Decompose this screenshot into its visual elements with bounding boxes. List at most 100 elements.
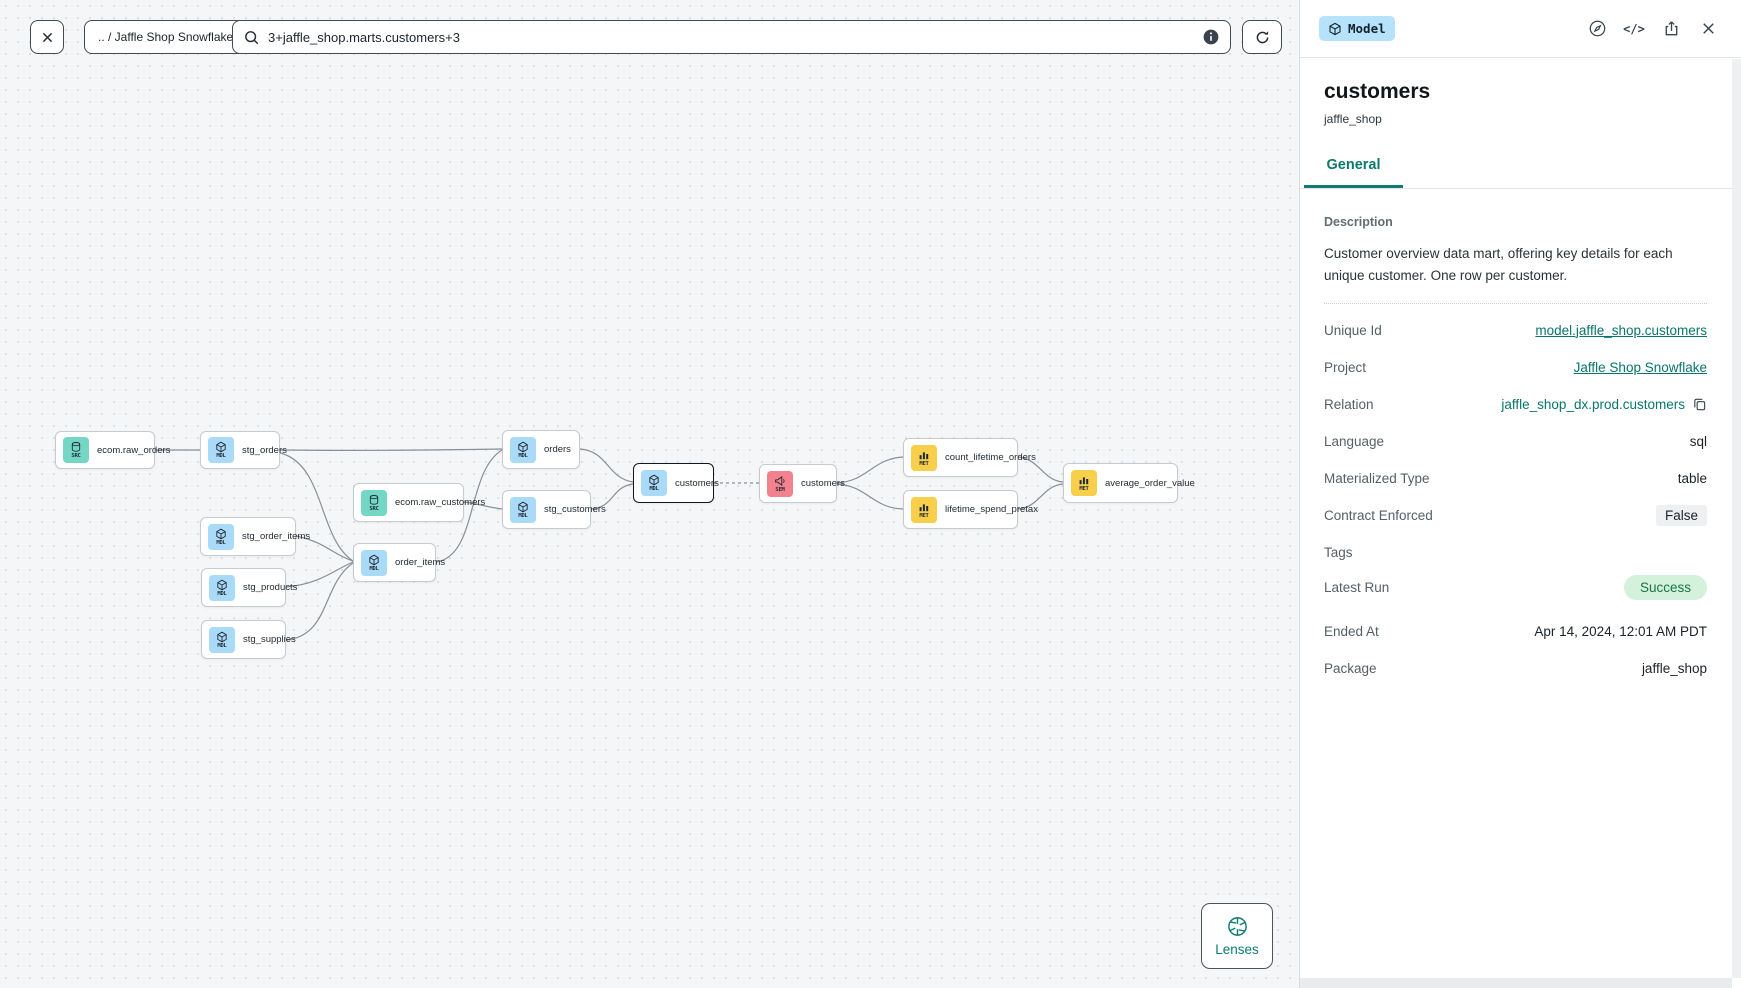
copy-icon[interactable] [1692, 397, 1707, 412]
field-label: Materialized Type [1324, 470, 1430, 486]
model-cube-icon [1329, 22, 1341, 35]
edge-stg-orders-to-order-items [279, 452, 354, 562]
edge-stg-customers-to-customers [590, 483, 634, 510]
description-text: Customer overview data mart, offering ke… [1324, 246, 1673, 283]
field-label: Ended At [1324, 623, 1379, 639]
panel-content: Description Customer overview data mart,… [1300, 189, 1741, 679]
description-label: Description [1324, 215, 1393, 229]
field-value-wrap: Success [1623, 575, 1707, 600]
field-value: jaffle_shop [1641, 660, 1707, 676]
resource-type-badge: Model [1319, 16, 1395, 41]
edge-customers-semantic-to-lifetime-spend-pretax [836, 483, 904, 510]
field-label: Tags [1324, 544, 1353, 560]
lenses-button[interactable]: Lenses [1201, 903, 1273, 969]
panel-vertical-scrollbar[interactable] [1732, 59, 1741, 978]
field-value-link[interactable]: Jaffle Shop Snowflake [1573, 359, 1707, 375]
lineage-node-stg-order-items[interactable]: MDL stg_order_items [200, 517, 310, 556]
edge-stg-products-to-order-items [285, 561, 354, 588]
lineage-node-customers[interactable]: MDL customers [633, 463, 719, 503]
node-label: orders [544, 444, 571, 455]
field-value-link[interactable]: model.jaffle_shop.customers [1535, 322, 1707, 338]
model-icon: MDL [208, 437, 234, 463]
explore-compass-icon[interactable] [1586, 18, 1608, 40]
field-label: Relation [1324, 396, 1374, 412]
metric-icon: MET [911, 444, 937, 471]
close-lineage-button[interactable] [30, 20, 64, 54]
model-icon: MDL [208, 523, 234, 550]
field-value: jaffle_shop_dx.prod.customers [1501, 396, 1685, 412]
close-panel-icon[interactable] [1697, 18, 1719, 40]
field-value-wrap: table [1678, 471, 1707, 486]
model-icon: MDL [209, 626, 235, 653]
node-label: stg_order_items [242, 531, 311, 542]
model-icon: MDL [641, 470, 667, 496]
edge-count-lifetime-orders-to-average-order-value [1017, 456, 1064, 483]
lineage-node-count-lifetime-orders[interactable]: MET count_lifetime_orders [903, 438, 1036, 477]
lineage-node-lifetime-spend-pretax[interactable]: MET lifetime_spend_pretax [903, 490, 1038, 529]
node-label: average_order_value [1105, 477, 1195, 489]
description-divider [1324, 303, 1707, 304]
field-value-wrap: Jaffle Shop Snowflake [1574, 360, 1707, 375]
metric-icon: MET [911, 496, 937, 523]
node-label: customers [801, 478, 845, 489]
lineage-node-ecom-raw-orders[interactable]: SRC ecom.raw_orders [55, 431, 170, 469]
lineage-node-average-order-value[interactable]: MET average_order_value [1063, 463, 1195, 503]
node-label: ecom.raw_customers [395, 497, 486, 508]
breadcrumb[interactable]: .. / Jaffle Shop Snowflake [84, 20, 248, 54]
field-value: Apr 14, 2024, 12:01 AM PDT [1534, 623, 1707, 639]
field-value-wrap: model.jaffle_shop.customers [1535, 323, 1707, 338]
lineage-node-orders[interactable]: MDL orders [502, 430, 580, 469]
lineage-search[interactable] [232, 20, 1231, 54]
search-input[interactable] [268, 29, 1202, 45]
model-icon: MDL [510, 496, 536, 523]
share-icon[interactable] [1660, 18, 1682, 40]
refresh-button[interactable] [1242, 20, 1282, 54]
panel-horizontal-scrollbar[interactable] [1300, 978, 1732, 988]
source-icon: SRC [63, 437, 89, 463]
edge-ecom-raw-customers-to-stg-customers [463, 501, 503, 510]
panel-title-block: customers jaffle_shop [1300, 58, 1741, 126]
node-label: ecom.raw_orders [97, 444, 171, 456]
info-icon[interactable] [1202, 28, 1220, 46]
node-label: stg_customers [544, 504, 606, 515]
field-value: table [1677, 470, 1707, 486]
panel-actions: </> [1586, 18, 1719, 40]
edge-stg-supplies-to-order-items [285, 562, 354, 641]
edge-stg-orders-to-orders [279, 448, 503, 452]
edge-order-items-to-orders [435, 449, 503, 563]
node-label: count_lifetime_orders [945, 452, 1036, 463]
field-value-wrap: jaffle_shop_dx.prod.customers [1501, 397, 1707, 412]
lineage-canvas[interactable]: .. / Jaffle Shop Snowflake Lenses SRCeco… [0, 0, 1299, 988]
lineage-node-stg-customers[interactable]: MDL stg_customers [502, 490, 606, 529]
edge-stg-order-items-to-order-items [295, 535, 354, 562]
node-label: customers [675, 477, 719, 489]
field-value: False [1655, 504, 1707, 526]
metric-icon: MET [1071, 470, 1097, 496]
model-icon: MDL [510, 436, 536, 463]
field-row-relation: Relation jaffle_shop_dx.prod.customers [1324, 393, 1707, 415]
details-panel: Model </> customers jaffle_shop General [1299, 0, 1741, 988]
tab-general[interactable]: General [1304, 157, 1403, 188]
edge-lifetime-spend-pretax-to-average-order-value [1017, 483, 1064, 510]
model-icon: MDL [361, 549, 387, 576]
field-value: sql [1689, 433, 1707, 449]
resource-type-label: Model [1348, 21, 1386, 36]
panel-tabbar: General [1300, 156, 1741, 189]
code-icon[interactable]: </> [1623, 21, 1645, 36]
field-value-wrap: Apr 14, 2024, 12:01 AM PDT [1534, 624, 1707, 639]
model-package-subtitle: jaffle_shop [1324, 112, 1382, 126]
model-name-title: customers [1324, 80, 1431, 103]
node-label: lifetime_spend_pretax [945, 504, 1038, 515]
lineage-edges [155, 448, 1064, 641]
